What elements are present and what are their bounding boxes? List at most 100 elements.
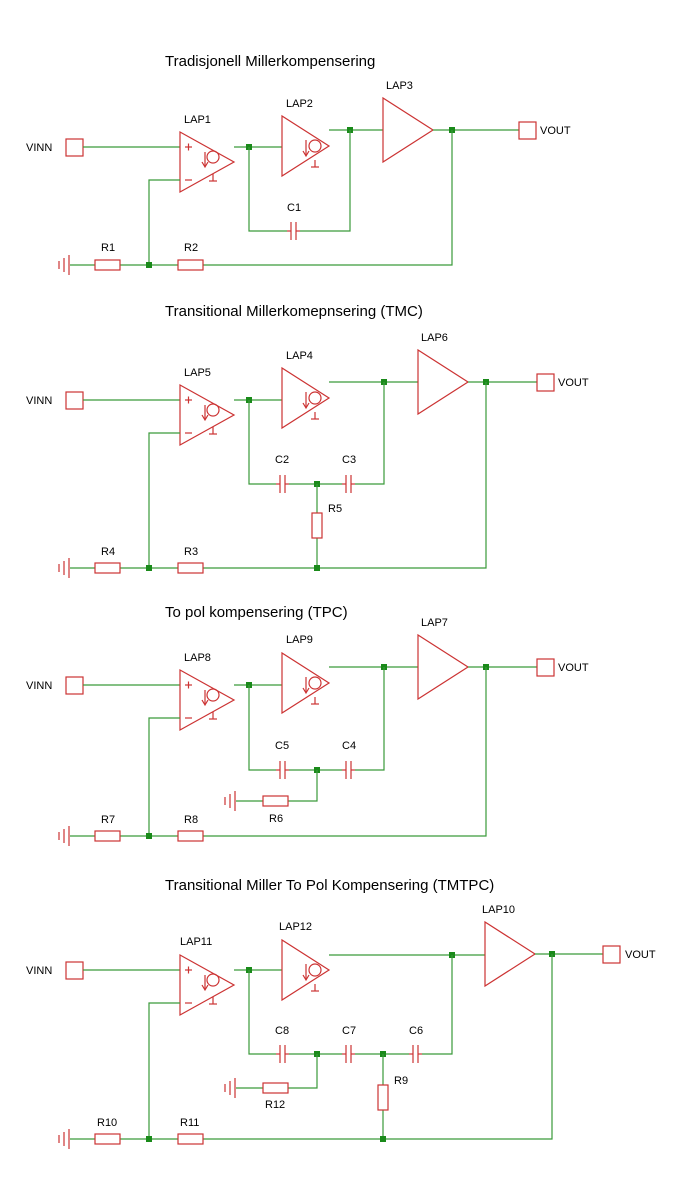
diagram-4-title: Transitional Miller To Pol Kompensering … (165, 877, 494, 894)
resistor-r3: R3 (177, 546, 204, 574)
amplifier-lap10: LAP10 (482, 904, 537, 988)
capacitor-c5: C5 (275, 740, 289, 779)
lap5-label: LAP5 (184, 367, 211, 379)
resistor-r1: R1 (94, 242, 121, 271)
r7-label: R7 (101, 814, 115, 826)
input-label-3: VINN (26, 680, 52, 692)
amplifier-lap8: LAP8 (179, 652, 236, 732)
diagram-3: To pol kompensering (TPC) VINN LAP8 LAP9… (26, 604, 589, 846)
r11-label: R11 (180, 1117, 199, 1129)
resistor-r12: R12 (262, 1082, 289, 1111)
diagram-1: Tradisjonell Millerkompensering VINN LAP… (26, 53, 571, 275)
output-port-3 (536, 658, 555, 677)
resistor-r5: R5 (311, 503, 342, 539)
ground-symbol (224, 1078, 236, 1098)
lap4-label: LAP4 (286, 350, 313, 362)
r12-label: R12 (265, 1099, 285, 1111)
node-dot (380, 1136, 386, 1142)
amplifier-lap5: LAP5 (179, 367, 236, 447)
lap6-label: LAP6 (421, 332, 448, 344)
output-port-1 (518, 121, 537, 140)
amplifier-lap7: LAP7 (417, 617, 470, 701)
capacitor-c7: C7 (342, 1025, 356, 1063)
amplifier-lap1: LAP1 (179, 114, 236, 194)
lap8-label: LAP8 (184, 652, 211, 664)
r3-label: R3 (184, 546, 198, 558)
c2-label: C2 (275, 454, 289, 466)
diagram-2: Transitional Millerkomepnsering (TMC) VI… (26, 303, 589, 578)
resistor-r8: R8 (177, 814, 204, 842)
capacitor-c2: C2 (275, 454, 289, 493)
amplifier-lap12: LAP12 (279, 921, 331, 1002)
lap7-label: LAP7 (421, 617, 448, 629)
output-port-4 (602, 945, 621, 964)
c6-label: C6 (409, 1025, 423, 1037)
lap9-label: LAP9 (286, 634, 313, 646)
r10-label: R10 (97, 1117, 117, 1129)
ground-symbol (58, 826, 70, 846)
node-dot (146, 565, 152, 571)
ground-symbol (58, 558, 70, 578)
amplifier-lap4: LAP4 (281, 350, 331, 430)
c8-label: C8 (275, 1025, 289, 1037)
r9-label: R9 (394, 1075, 408, 1087)
amplifier-lap6: LAP6 (417, 332, 470, 416)
c7-label: C7 (342, 1025, 356, 1037)
c1-label: C1 (287, 202, 301, 214)
lap3-label: LAP3 (386, 80, 413, 92)
r8-label: R8 (184, 814, 198, 826)
resistor-r4: R4 (94, 546, 121, 574)
ground-symbol (224, 791, 236, 811)
output-port-2 (536, 373, 555, 392)
ground-symbol (58, 1129, 70, 1149)
c4-label: C4 (342, 740, 356, 752)
capacitor-c6: C6 (409, 1025, 423, 1063)
node-dot (146, 262, 152, 268)
capacitor-c4: C4 (342, 740, 356, 779)
c3-label: C3 (342, 454, 356, 466)
resistor-r9: R9 (377, 1075, 408, 1111)
lap11-label: LAP11 (180, 936, 212, 948)
output-label-1: VOUT (540, 125, 571, 137)
r4-label: R4 (101, 546, 115, 558)
input-port-3 (65, 676, 84, 695)
amplifier-lap2: LAP2 (281, 98, 331, 178)
c5-label: C5 (275, 740, 289, 752)
node-dot (146, 833, 152, 839)
input-port-4 (65, 961, 84, 980)
lap12-label: LAP12 (279, 921, 312, 933)
r1-label: R1 (101, 242, 115, 254)
diagram-4: Transitional Miller To Pol Kompensering … (26, 877, 656, 1149)
capacitor-c8: C8 (275, 1025, 289, 1063)
r2-label: R2 (184, 242, 198, 254)
resistor-r6: R6 (262, 795, 289, 825)
amplifier-lap11: LAP11 (179, 936, 236, 1017)
r5-label: R5 (328, 503, 342, 515)
resistor-r10: R10 (94, 1117, 121, 1145)
r6-label: R6 (269, 813, 283, 825)
resistor-r11: R11 (177, 1117, 204, 1145)
diagram-2-title: Transitional Millerkomepnsering (TMC) (165, 303, 423, 320)
output-label-4: VOUT (625, 949, 656, 961)
diagram-1-title: Tradisjonell Millerkompensering (165, 53, 375, 70)
lap10-label: LAP10 (482, 904, 515, 916)
lap1-label: LAP1 (184, 114, 211, 126)
output-label-2: VOUT (558, 377, 589, 389)
input-label-2: VINN (26, 395, 52, 407)
resistor-r7: R7 (94, 814, 121, 842)
amplifier-lap9: LAP9 (281, 634, 331, 715)
node-dot (314, 565, 320, 571)
input-port-2 (65, 391, 84, 410)
input-label-1: VINN (26, 142, 52, 154)
capacitor-c1: C1 (287, 202, 301, 240)
lap2-label: LAP2 (286, 98, 313, 110)
input-label-4: VINN (26, 965, 52, 977)
amplifier-lap3: LAP3 (382, 80, 435, 164)
output-label-3: VOUT (558, 662, 589, 674)
resistor-r2: R2 (177, 242, 204, 271)
node-dot (146, 1136, 152, 1142)
diagram-3-title: To pol kompensering (TPC) (165, 604, 348, 621)
ground-symbol (58, 255, 70, 275)
input-port-1 (65, 138, 84, 157)
